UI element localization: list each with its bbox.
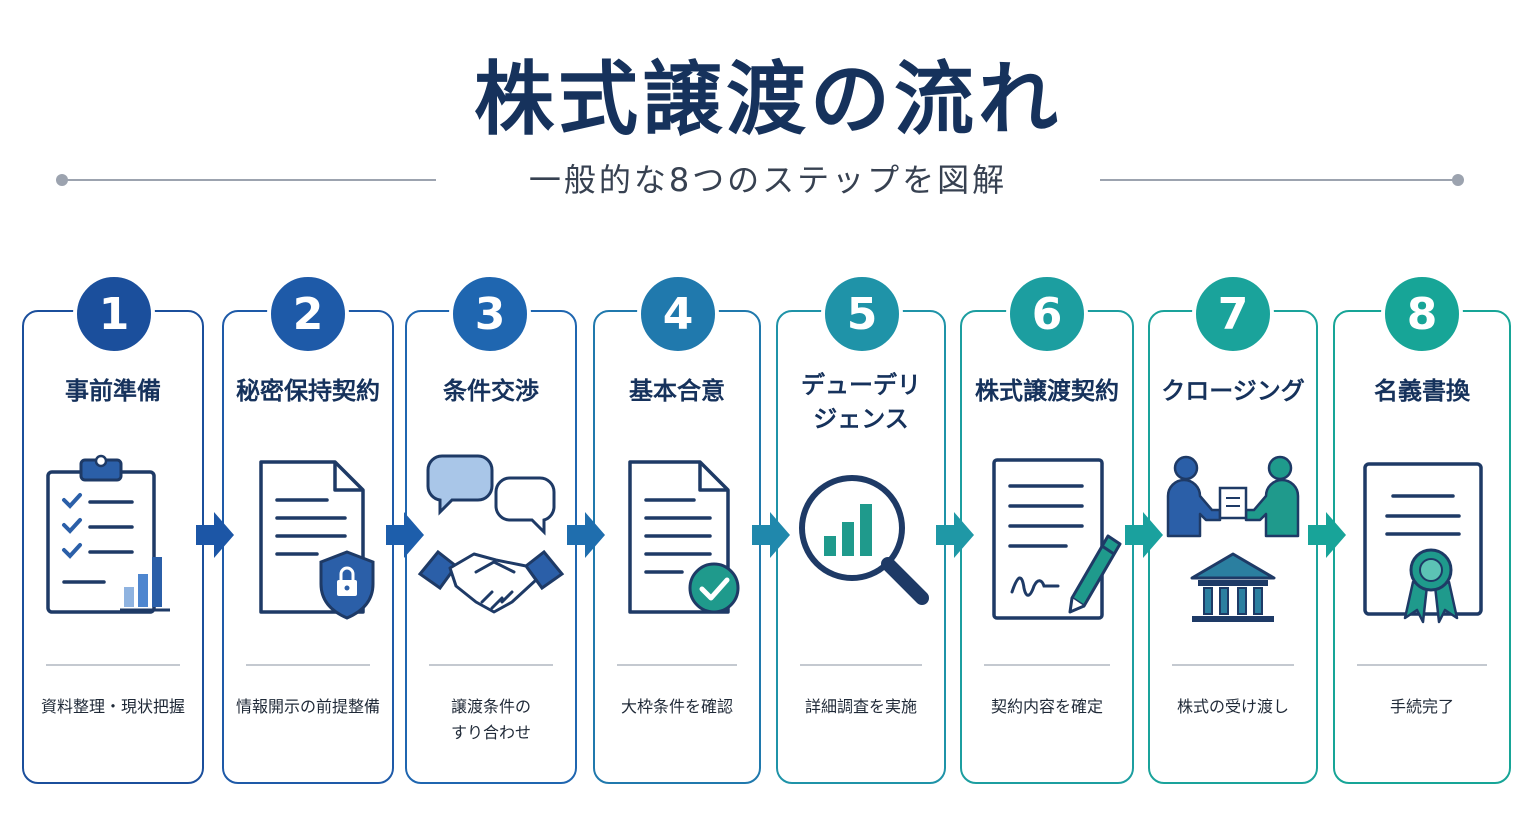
step-divider — [984, 664, 1110, 666]
step-card-4: 基本合意 大枠条件を確認 — [593, 310, 761, 784]
arrow-right-icon — [1308, 512, 1346, 558]
people-exchange-bank-icon — [1166, 455, 1300, 622]
step-title: 秘密保持契約 — [236, 377, 380, 405]
subtitle-right-line — [1100, 179, 1458, 181]
step-number-badge-8: 8 — [1381, 273, 1463, 355]
step-card-2: 秘密保持契約 情報開示の前提整備 — [222, 310, 394, 784]
step-description: 大枠条件を確認 — [620, 697, 733, 716]
step-number-badge-2: 2 — [267, 273, 349, 355]
step-divider — [1357, 664, 1487, 666]
step-number-badge-5: 5 — [821, 273, 903, 355]
magnifier-chart-icon — [799, 475, 929, 605]
step-number-badge-4: 4 — [637, 273, 719, 355]
step-card-3: 条件交渉 譲渡条件の すり合わせ — [405, 310, 577, 784]
document-lock-shield-icon — [259, 460, 375, 620]
step-number-badge-7: 7 — [1192, 273, 1274, 355]
contract-pen-signature-icon — [992, 458, 1122, 620]
certificate-rosette-icon — [1363, 462, 1483, 624]
step-description: 情報開示の前提整備 — [235, 697, 380, 716]
arrow-right-icon — [752, 512, 790, 558]
page-subtitle: 一般的な8つのステップを図解 — [528, 161, 1008, 199]
arrow-right-icon — [386, 512, 424, 558]
step-divider — [617, 664, 737, 666]
arrow-right-icon — [567, 512, 605, 558]
step-title: 事前準備 — [65, 377, 161, 405]
step-divider — [429, 664, 553, 666]
clipboard-checklist-chart-icon — [46, 454, 170, 614]
step-number-badge-1: 1 — [73, 273, 155, 355]
subtitle-left-line — [62, 179, 436, 181]
step-card-8: 名義書換 手続完了 — [1333, 310, 1511, 784]
step-description: 手続完了 — [1389, 697, 1454, 716]
step-divider — [1172, 664, 1294, 666]
step-divider — [46, 664, 180, 666]
step-card-7: クロージング 株式の受け渡し — [1148, 310, 1318, 784]
step-description: 詳細調査を実施 — [804, 697, 917, 716]
step-title: 株式譲渡契約 — [975, 377, 1119, 405]
step-card-5: デューデリ ジェンス 詳細調査を実施 — [776, 310, 946, 784]
subtitle-right-dot — [1452, 174, 1464, 186]
step-title: 名義書換 — [1374, 377, 1470, 405]
step-title: デューデリ ジェンス — [801, 371, 921, 433]
step-description: 株式の受け渡し — [1176, 697, 1289, 716]
step-divider — [800, 664, 922, 666]
step-description: 資料整理・現状把握 — [40, 697, 185, 716]
step-number-badge-3: 3 — [449, 273, 531, 355]
step-number-badge-6: 6 — [1006, 273, 1088, 355]
page-title: 株式譲渡の流れ — [474, 53, 1062, 146]
subtitle-row: 一般的な8つのステップを図解 — [0, 160, 1536, 200]
arrow-right-icon — [936, 512, 974, 558]
step-description: 契約内容を確定 — [990, 697, 1103, 716]
document-check-icon — [628, 460, 740, 614]
step-divider — [246, 664, 370, 666]
arrow-right-icon — [1125, 512, 1163, 558]
step-title: 基本合意 — [629, 377, 725, 405]
step-title: 条件交渉 — [443, 377, 539, 405]
arrow-right-icon — [196, 512, 234, 558]
step-card-6: 株式譲渡契約 契約内容を確定 — [960, 310, 1134, 784]
step-description: 譲渡条件の すり合わせ — [450, 697, 531, 742]
speech-bubbles-handshake-icon — [417, 454, 565, 614]
step-title: クロージング — [1161, 377, 1305, 405]
step-card-1: 事前準備 資料整理・現状把握 — [22, 310, 204, 784]
